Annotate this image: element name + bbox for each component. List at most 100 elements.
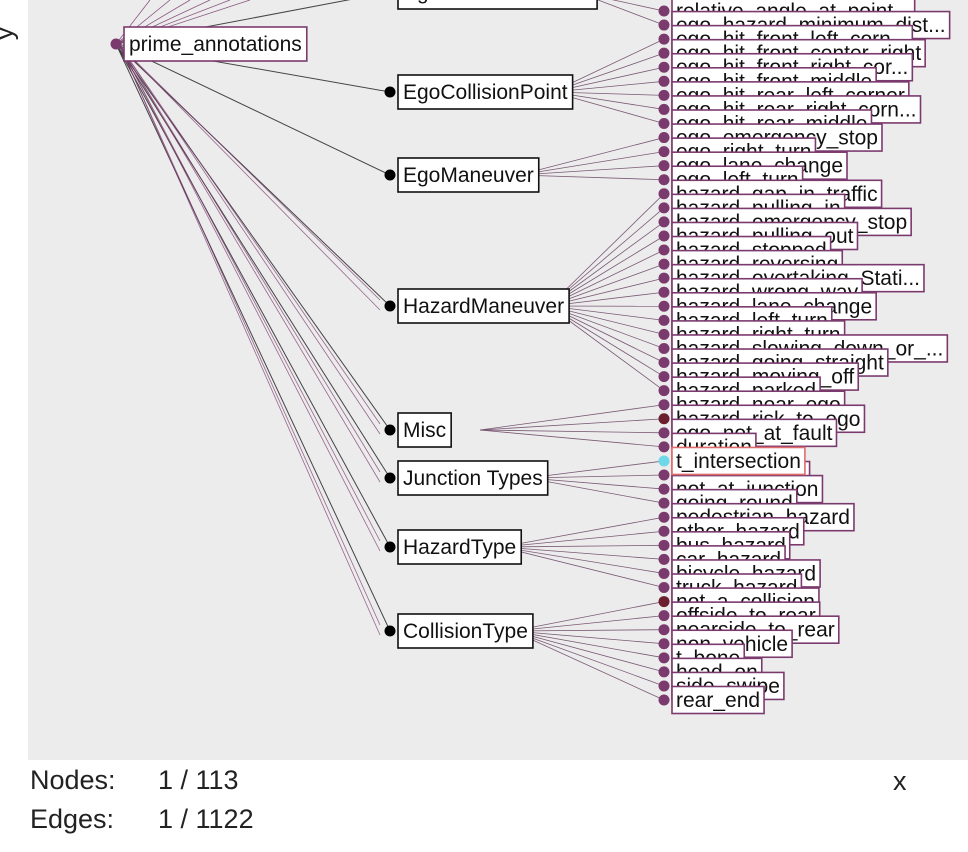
leaf-label-box <box>671 685 765 715</box>
category-node-junc[interactable]: Junction Types <box>384 460 549 496</box>
leaf-dot[interactable] <box>658 596 670 608</box>
leaf-dot[interactable] <box>658 89 670 101</box>
category-node-misc[interactable]: Misc <box>384 412 452 448</box>
edge-root-fan <box>119 45 381 542</box>
edge-junc-leaf <box>527 474 665 479</box>
leaf-dot[interactable] <box>658 413 670 425</box>
leaf-label: rear_end <box>676 689 760 712</box>
leaf-dot[interactable] <box>658 497 670 509</box>
leaf-dot[interactable] <box>658 5 670 17</box>
leaf-dot[interactable] <box>658 357 670 369</box>
category-dot[interactable] <box>384 169 396 181</box>
category-label-box <box>397 157 540 193</box>
leaf-dot[interactable] <box>658 553 670 565</box>
edge-misc-leaf <box>479 429 665 448</box>
leaf-dot[interactable] <box>658 258 670 270</box>
leaf-dot[interactable] <box>658 385 670 397</box>
category-label-box <box>397 460 549 496</box>
category-label: CollisionType <box>403 620 528 643</box>
category-label-box <box>397 288 570 324</box>
leaf-dot[interactable] <box>658 371 670 383</box>
category-dot[interactable] <box>384 300 396 312</box>
leaf-dot[interactable] <box>658 610 670 622</box>
leaf-dot[interactable] <box>658 680 670 692</box>
leaf-dot[interactable] <box>658 230 670 242</box>
leaf-dot[interactable] <box>658 75 670 87</box>
category-label-box <box>397 0 598 10</box>
leaf-dot[interactable] <box>658 455 670 467</box>
leaf-dot[interactable] <box>658 272 670 284</box>
edge-stats-leaf <box>596 0 665 26</box>
edge-stats-leaf <box>611 0 665 12</box>
category-node-coll[interactable]: EgoCollisionPoint <box>384 74 574 110</box>
leaf-dot[interactable] <box>658 47 670 59</box>
leaf-dot[interactable] <box>658 399 670 411</box>
category-label: EgoManeuver <box>403 164 534 187</box>
edge-haztype-leaf <box>501 544 665 548</box>
leaf-dot[interactable] <box>658 342 670 354</box>
category-node-stats[interactable]: EgoHazardStatistics <box>385 0 598 10</box>
edge-junc-leaf <box>527 477 665 490</box>
leaf-dot[interactable] <box>658 483 670 495</box>
leaf-dot[interactable] <box>658 328 670 340</box>
leaf-dot[interactable] <box>658 117 670 129</box>
edges-label: Edges: <box>30 804 115 834</box>
edge-root-fan <box>119 45 381 425</box>
edge-root-fan <box>119 45 381 311</box>
leaf-dot[interactable] <box>658 694 670 706</box>
leaf-node-t-intersection[interactable]: t_intersection <box>658 446 806 476</box>
leaf-dot[interactable] <box>658 132 670 144</box>
category-node-egoman[interactable]: EgoManeuver <box>384 157 540 193</box>
category-dot[interactable] <box>384 541 396 553</box>
edge-haztype-leaf <box>501 546 665 588</box>
leaf-dot[interactable] <box>658 638 670 650</box>
leaf-dot[interactable] <box>658 61 670 73</box>
leaf-dot[interactable] <box>658 666 670 678</box>
edge-egoman-leaf <box>518 174 665 181</box>
leaf-dot[interactable] <box>658 300 670 312</box>
leaf-dot[interactable] <box>658 511 670 523</box>
edge-egoman-leaf <box>518 151 665 176</box>
leaf-dot[interactable] <box>658 146 670 158</box>
leaf-dot[interactable] <box>658 567 670 579</box>
category-node-colltype[interactable]: CollisionType <box>384 613 534 649</box>
leaf-dot[interactable] <box>658 244 670 256</box>
edge-colltype-leaf <box>512 629 665 632</box>
leaf-label: t_intersection <box>676 450 801 473</box>
leaf-dot[interactable] <box>658 314 670 326</box>
category-dot[interactable] <box>384 86 396 98</box>
leaf-dot[interactable] <box>658 525 670 537</box>
y-axis-label: y <box>0 27 19 41</box>
leaf-dot[interactable] <box>658 441 670 453</box>
category-label: HazardType <box>403 536 516 559</box>
leaf-dot[interactable] <box>658 216 670 228</box>
leaf-dot[interactable] <box>658 174 670 186</box>
leaf-dot[interactable] <box>658 103 670 115</box>
edge-haztype-leaf <box>501 546 665 574</box>
leaf-node-rear-end[interactable]: rear_end <box>658 685 765 715</box>
edge-misc-leaf <box>479 418 665 431</box>
leaf-dot[interactable] <box>658 160 670 172</box>
root-dot[interactable] <box>110 38 122 50</box>
leaf-dot[interactable] <box>658 469 670 481</box>
root-node[interactable]: prime_annotations <box>110 26 308 62</box>
leaf-dot[interactable] <box>658 582 670 594</box>
category-node-haztype[interactable]: HazardType <box>384 529 523 565</box>
leaf-dot[interactable] <box>658 652 670 664</box>
leaf-dot[interactable] <box>658 624 670 636</box>
leaf-dot[interactable] <box>658 188 670 200</box>
edges-count: 1 / 1122 <box>158 804 254 834</box>
leaf-dot[interactable] <box>658 539 670 551</box>
category-dot[interactable] <box>384 625 396 637</box>
leaf-dot[interactable] <box>658 202 670 214</box>
category-node-hazman[interactable]: HazardManeuver <box>384 288 570 324</box>
leaf-dot[interactable] <box>658 286 670 298</box>
leaf-dot[interactable] <box>658 33 670 45</box>
category-dot[interactable] <box>384 424 396 436</box>
leaf-dot[interactable] <box>658 427 670 439</box>
leaf-dot[interactable] <box>658 19 670 31</box>
category-dot[interactable] <box>384 472 396 484</box>
leaf-label-box <box>671 446 806 476</box>
edge-colltype-leaf <box>512 630 665 673</box>
